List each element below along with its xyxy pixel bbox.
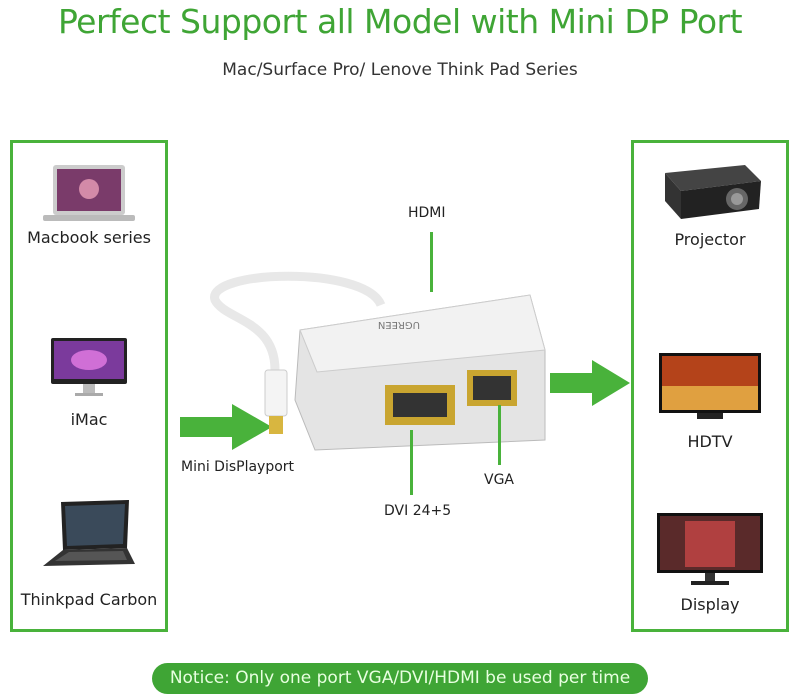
output-label: Projector xyxy=(674,230,746,249)
vga-label: VGA xyxy=(484,472,515,488)
projector-icon xyxy=(655,161,765,227)
page-title: Perfect Support all Model with Mini DP P… xyxy=(57,2,743,41)
subtitle: Mac/Surface Pro/ Lenove Think Pad Series xyxy=(222,60,578,80)
dvi-callout-line xyxy=(410,430,413,495)
source-devices-panel: Macbook series iMac Thinkpad Carbon xyxy=(10,140,168,632)
source-label: iMac xyxy=(70,410,108,429)
output-devices-panel: Projector HDTV Display xyxy=(631,140,789,632)
source-label: Macbook series xyxy=(27,228,151,247)
thinkpad-icon xyxy=(41,498,137,574)
mini-dp-cable: UGREEN xyxy=(205,260,565,464)
monitor-icon xyxy=(655,511,765,591)
laptop-icon xyxy=(43,163,135,229)
source-label: Thinkpad Carbon xyxy=(20,590,158,609)
brand-logo: UGREEN xyxy=(378,319,420,330)
dvi-label: DVI 24+5 xyxy=(384,503,452,519)
tv-icon xyxy=(657,351,763,427)
hdmi-label: HDMI xyxy=(408,205,446,221)
output-label: HDTV xyxy=(687,432,733,451)
vga-callout-line xyxy=(498,405,501,465)
input-arrow-icon xyxy=(180,404,276,454)
hdmi-callout-line xyxy=(430,232,433,292)
output-arrow-icon xyxy=(550,360,632,410)
mini-dp-label: Mini DisPlayport xyxy=(181,459,295,475)
notice-banner: Notice: Only one port VGA/DVI/HDMI be us… xyxy=(152,663,648,694)
output-label: Display xyxy=(680,595,740,614)
imac-icon xyxy=(49,336,129,402)
